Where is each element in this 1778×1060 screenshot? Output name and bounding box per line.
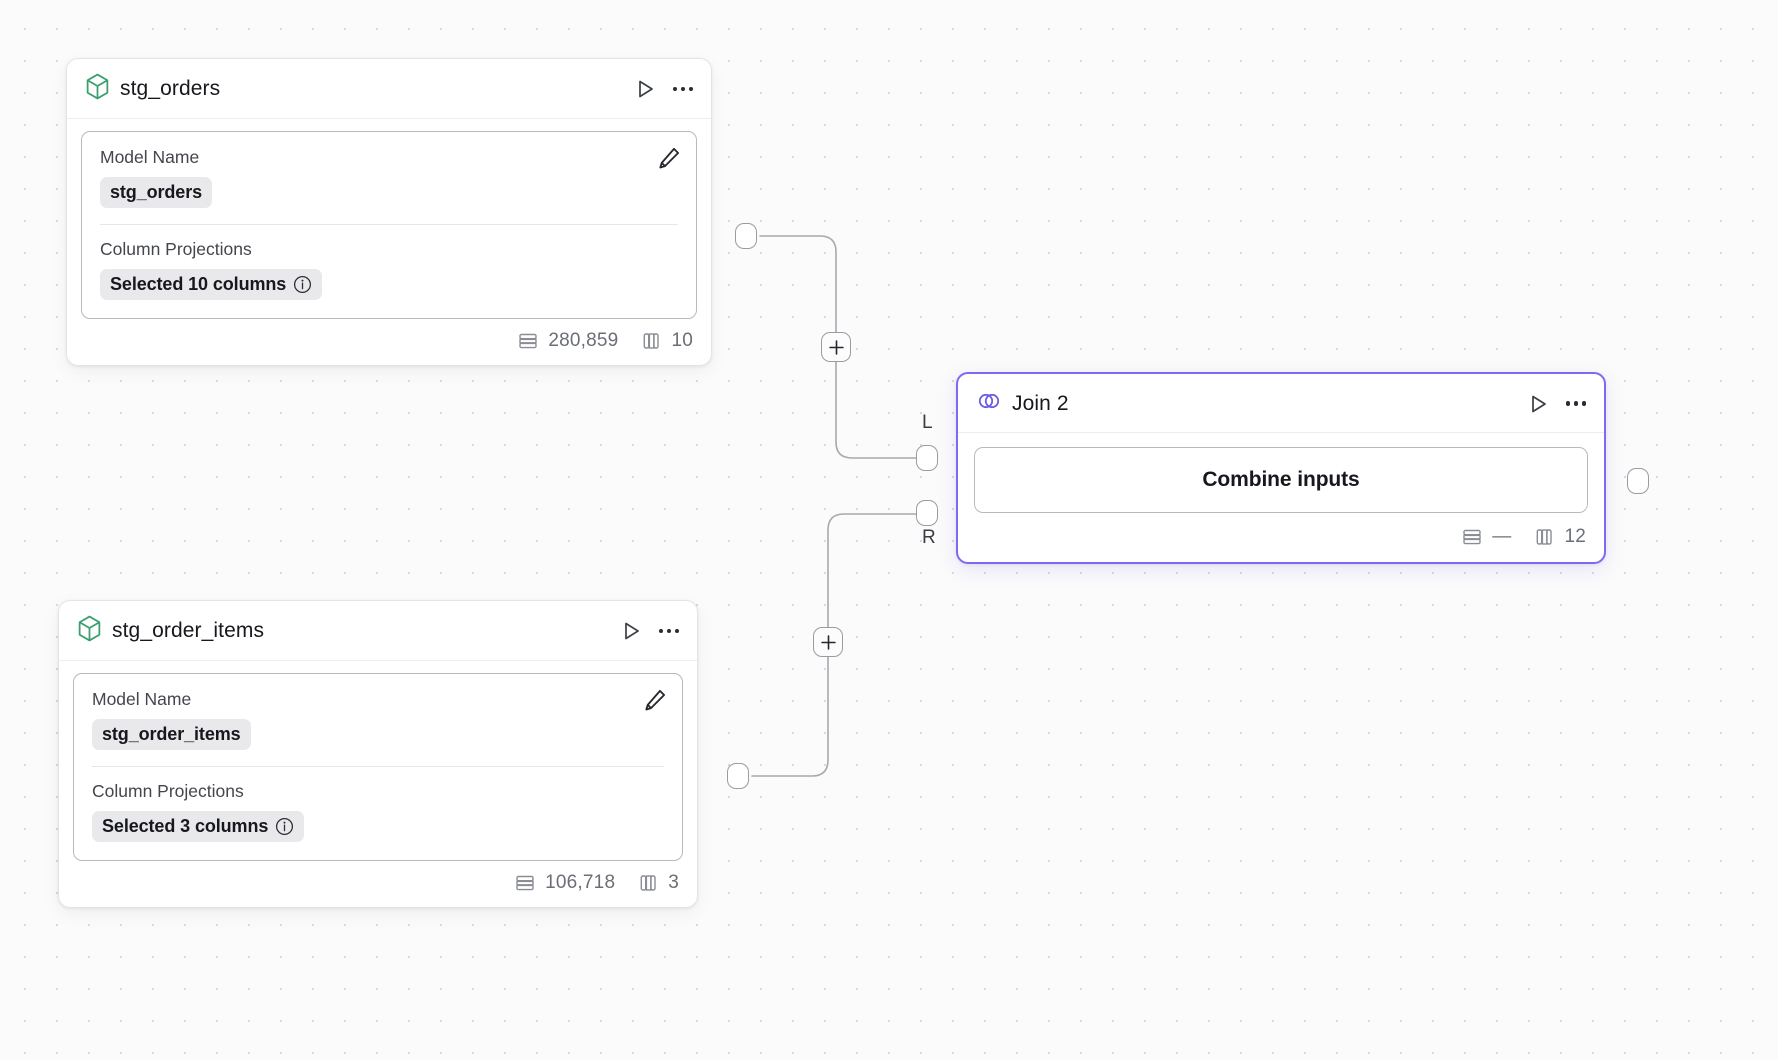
cube-icon xyxy=(85,73,110,105)
node-footer: 106,718 3 xyxy=(59,861,697,907)
rows-stat: 106,718 xyxy=(514,872,615,894)
columns-value: 10 xyxy=(671,330,693,351)
column-projections-value[interactable]: Selected 10 columns xyxy=(100,269,323,300)
node-header: stg_orders xyxy=(67,59,711,119)
input-port-label-right: R xyxy=(922,527,936,548)
run-icon[interactable] xyxy=(633,77,657,101)
info-icon[interactable] xyxy=(275,817,294,836)
model-name-label: Model Name xyxy=(100,147,200,167)
node-title: stg_order_items xyxy=(112,619,265,642)
input-port-join-left[interactable] xyxy=(916,445,938,471)
edge-add-node-button-1[interactable] xyxy=(821,332,851,362)
node-header: Join 2 xyxy=(958,374,1604,433)
node-title: stg_orders xyxy=(120,77,221,100)
model-config-panel: Model Name stg_order_items Column Projec… xyxy=(73,673,683,861)
output-port-join-2[interactable] xyxy=(1627,468,1649,494)
panel-divider xyxy=(100,224,678,225)
input-port-label-left: L xyxy=(922,412,933,433)
header-actions xyxy=(1526,392,1586,416)
info-icon[interactable] xyxy=(293,275,312,294)
header-actions xyxy=(619,619,679,643)
columns-value: 3 xyxy=(668,872,679,893)
node-title: Join 2 xyxy=(1012,391,1069,415)
model-name-value[interactable]: stg_order_items xyxy=(92,719,251,750)
columns-icon xyxy=(1533,526,1555,548)
node-footer: 280,859 10 xyxy=(67,319,711,365)
edit-pencil-icon[interactable] xyxy=(656,145,682,171)
column-projections-label: Column Projections xyxy=(92,781,244,801)
rows-value: 106,718 xyxy=(545,872,616,893)
output-port-stg-orders[interactable] xyxy=(735,223,757,249)
panel-divider xyxy=(92,766,664,767)
input-port-join-right[interactable] xyxy=(916,500,938,526)
columns-icon xyxy=(637,872,659,894)
columns-stat: 3 xyxy=(637,872,679,894)
more-options-icon[interactable] xyxy=(658,625,679,638)
rows-value: 280,859 xyxy=(548,330,619,351)
rows-icon xyxy=(1461,526,1483,548)
column-projections-text: Selected 10 columns xyxy=(110,274,287,294)
rows-stat: — xyxy=(1461,526,1511,548)
columns-value: 12 xyxy=(1564,526,1586,547)
node-header: stg_order_items xyxy=(59,601,697,661)
node-body: Model Name stg_order_items Column Projec… xyxy=(59,661,697,861)
header-actions xyxy=(633,77,693,101)
columns-icon xyxy=(640,330,662,352)
rows-stat: 280,859 xyxy=(517,330,618,352)
edge-add-node-button-2[interactable] xyxy=(813,627,843,657)
node-stg-order-items[interactable]: stg_order_items xyxy=(58,600,698,908)
column-projections-text: Selected 3 columns xyxy=(102,816,269,836)
node-body: Combine inputs xyxy=(958,433,1604,513)
cube-icon xyxy=(77,615,102,647)
node-join-2[interactable]: Join 2 Combine inputs xyxy=(956,372,1606,564)
columns-stat: 12 xyxy=(1533,526,1586,548)
columns-stat: 10 xyxy=(640,330,693,352)
rows-icon xyxy=(514,872,536,894)
model-name-label: Model Name xyxy=(92,689,192,709)
run-icon[interactable] xyxy=(619,619,643,643)
column-projections-label: Column Projections xyxy=(100,239,252,259)
node-stg-orders[interactable]: stg_orders M xyxy=(66,58,712,366)
rows-value: — xyxy=(1492,526,1512,547)
column-projections-value[interactable]: Selected 3 columns xyxy=(92,811,305,842)
run-icon[interactable] xyxy=(1526,392,1550,416)
node-body: Model Name stg_orders Column Projections… xyxy=(67,119,711,319)
model-config-panel: Model Name stg_orders Column Projections… xyxy=(81,131,697,319)
combine-inputs-button[interactable]: Combine inputs xyxy=(974,447,1588,513)
output-port-stg-order-items[interactable] xyxy=(727,763,749,789)
venn-icon xyxy=(976,388,1002,419)
model-name-value[interactable]: stg_orders xyxy=(100,177,213,208)
more-options-icon[interactable] xyxy=(1565,397,1586,410)
edit-pencil-icon[interactable] xyxy=(642,687,668,713)
node-footer: — 12 xyxy=(958,513,1604,562)
more-options-icon[interactable] xyxy=(672,83,693,96)
rows-icon xyxy=(517,330,539,352)
